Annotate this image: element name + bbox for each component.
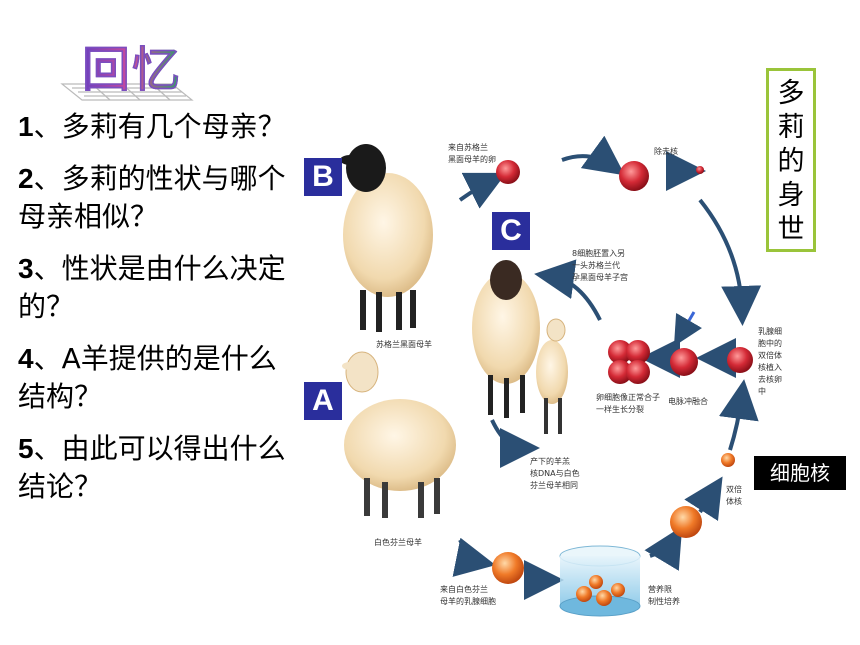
caption-white-sheep: 白色芬兰母羊 <box>374 537 422 547</box>
caption-embryo-transfer-line1: 8细胞胚置入另 <box>572 248 625 258</box>
question-list: 1、多莉有几个母亲？ 2、多莉的性状与哪个母亲相似？ 3、性状是由什么决定的？ … <box>18 108 288 520</box>
question-number: 1 <box>18 111 34 142</box>
caption-remove-nucleus: 除去核 <box>654 146 678 156</box>
caption-nutrient-culture-line1: 营养限 <box>648 584 672 594</box>
page-title: 回忆 <box>81 30 182 100</box>
question-text: 、性状是由什么决定的？ <box>18 252 286 323</box>
caption-mammary-nucleus-line6: 中 <box>758 386 766 396</box>
caption-egg-from-line1: 来自苏格兰 <box>448 142 488 152</box>
question-text: 、A羊提供的是什么结构？ <box>18 342 277 413</box>
caption-embryo-transfer-line3: 孕黑面母羊子宫 <box>572 272 628 282</box>
question-number: 5 <box>18 433 34 464</box>
question-3: 3、性状是由什么决定的？ <box>18 250 288 326</box>
caption-embryo-like-line1: 卵细胞像正常合子 <box>596 392 660 402</box>
caption-mammary-nucleus-line1: 乳腺细 <box>758 326 782 336</box>
title-area: 回忆 <box>52 22 212 102</box>
caption-egg-from-line2: 黑面母羊的卵 <box>448 154 496 164</box>
diploid-nucleus-icon <box>721 453 735 467</box>
question-number: 3 <box>18 253 34 284</box>
egg-cell-icon <box>496 160 520 184</box>
vertical-char: 的 <box>777 146 805 177</box>
sheep-c-icon <box>472 260 540 418</box>
caption-mammary-nucleus-line5: 去核卵 <box>758 374 782 384</box>
badge-b: B <box>304 158 342 196</box>
sheep-a-icon <box>342 351 456 518</box>
vertical-char: 莉 <box>777 112 805 143</box>
title-decoration-icon <box>60 83 194 101</box>
caption-diploid-nucleus-line2: 体核 <box>726 496 742 506</box>
mammary-cell-icon <box>492 552 524 584</box>
caption-mammary-cell-line2: 母羊的乳腺细胞 <box>440 596 496 606</box>
question-1: 1、多莉有几个母亲？ <box>18 108 288 146</box>
question-text: 、多莉的性状与哪个母亲相似？ <box>18 162 286 233</box>
caption-black-sheep: 苏格兰黑面母羊 <box>376 339 432 349</box>
caption-mammary-cell-line1: 来自白色芬兰 <box>440 584 488 594</box>
removed-nucleus-icon <box>696 166 704 174</box>
caption-mammary-nucleus-line3: 双倍体 <box>758 350 782 360</box>
caption-nutrient-culture-line2: 制性培养 <box>648 596 680 606</box>
petri-dish-icon <box>559 545 641 617</box>
nucleus-transfer-arrow <box>673 311 703 347</box>
caption-electric-fusion: 电脉冲融合 <box>668 396 708 406</box>
question-2: 2、多莉的性状与哪个母亲相似？ <box>18 160 288 236</box>
question-4: 4、A羊提供的是什么结构？ <box>18 340 288 416</box>
embryo-icon <box>608 340 650 384</box>
caption-embryo-transfer-line2: 一头苏格兰代 <box>572 260 620 270</box>
caption-mammary-nucleus-line2: 胞中的 <box>758 338 782 348</box>
caption-embryo-like-line2: 一样生长分裂 <box>596 404 644 414</box>
nucleus-label: 细胞核 <box>754 456 846 490</box>
sheep-b-icon <box>340 144 433 332</box>
caption-mammary-nucleus-line4: 核植入 <box>758 362 782 372</box>
question-number: 2 <box>18 163 34 194</box>
vertical-char: 世 <box>777 214 805 245</box>
question-number: 4 <box>18 343 34 374</box>
fused-cell-icon <box>670 348 698 376</box>
egg-cell-icon <box>619 161 649 191</box>
vertical-char: 多 <box>777 78 805 109</box>
caption-offspring-line1: 产下的羊羔 <box>530 456 570 466</box>
badge-c: C <box>492 212 530 250</box>
caption-offspring-line2: 核DNA与白色 <box>530 468 580 478</box>
question-5: 5、由此可以得出什么结论？ <box>18 430 288 506</box>
flow-arrows <box>452 135 762 600</box>
enucleated-egg-icon <box>727 347 753 373</box>
badge-a: A <box>304 382 342 420</box>
question-text: 、由此可以得出什么结论？ <box>18 432 286 503</box>
dolly-origin-label: 多 莉 的 身 世 <box>766 68 816 252</box>
cultured-cell-icon <box>670 506 702 538</box>
lamb-icon <box>536 318 568 434</box>
caption-offspring-line3: 芬兰母羊相同 <box>530 480 578 490</box>
vertical-char: 身 <box>777 180 805 211</box>
caption-diploid-nucleus-line1: 双倍 <box>726 484 742 494</box>
question-text: 、多莉有几个母亲？ <box>33 110 286 143</box>
